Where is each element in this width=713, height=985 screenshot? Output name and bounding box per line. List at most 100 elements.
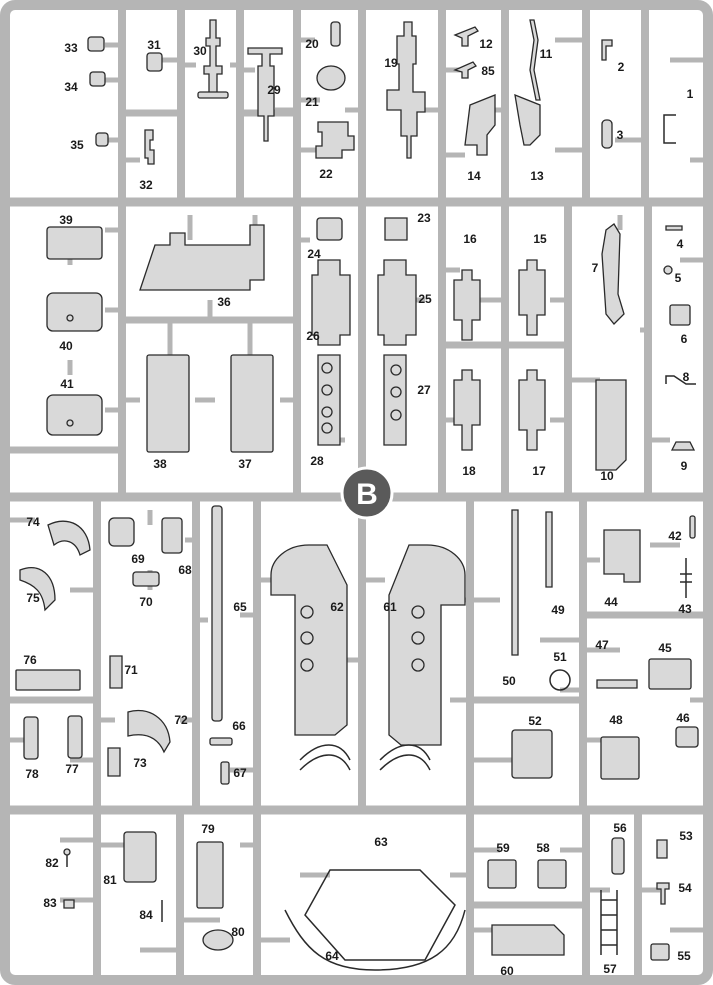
part-shape xyxy=(127,709,171,754)
part-shape xyxy=(648,658,692,690)
part-shape xyxy=(107,747,121,777)
part-shape xyxy=(390,364,402,376)
part-number-label: 24 xyxy=(307,247,321,261)
part-shape xyxy=(601,39,613,61)
part-number-label: 77 xyxy=(65,762,79,776)
part-number-label: 52 xyxy=(528,714,542,728)
part-shape xyxy=(491,924,565,956)
part-number-label: 83 xyxy=(43,896,57,910)
part-number-label: 34 xyxy=(64,80,78,94)
part-number-label: 42 xyxy=(668,529,682,543)
part-shape xyxy=(299,754,351,771)
part-shape xyxy=(161,517,183,554)
part-number-label: 58 xyxy=(536,841,550,855)
part-shape xyxy=(379,744,431,761)
part-number-label: 36 xyxy=(217,295,231,309)
part-number-label: 59 xyxy=(496,841,510,855)
part-shape xyxy=(139,224,265,291)
part-number-label: 78 xyxy=(25,767,39,781)
part-shape xyxy=(321,384,333,396)
part-shape xyxy=(19,567,56,612)
part-number-label: 28 xyxy=(310,454,324,468)
part-shape xyxy=(518,369,546,451)
part-number-label: 26 xyxy=(306,329,320,343)
part-number-label: 23 xyxy=(417,211,431,225)
part-number-label: 47 xyxy=(595,638,609,652)
part-number-label: 84 xyxy=(139,908,153,922)
part-shape xyxy=(518,259,546,336)
part-number-label: 46 xyxy=(676,711,690,725)
part-shape xyxy=(146,52,163,72)
part-number-label: 1 xyxy=(687,87,694,101)
part-shape xyxy=(132,571,160,587)
part-shape xyxy=(23,716,39,760)
part-shape xyxy=(317,354,341,446)
part-shape xyxy=(144,129,155,165)
part-shape xyxy=(304,869,456,961)
part-shape xyxy=(63,899,75,909)
part-shape xyxy=(600,736,640,780)
part-number-label: 7 xyxy=(592,261,599,275)
part-shape xyxy=(67,715,83,759)
part-shape xyxy=(109,655,123,689)
part-shape xyxy=(300,658,314,672)
part-shape xyxy=(689,515,696,539)
part-shape xyxy=(377,259,417,346)
part-number-label: 44 xyxy=(604,595,618,609)
part-shape xyxy=(123,831,157,883)
part-shape xyxy=(95,132,109,147)
part-number-label: 4 xyxy=(677,237,684,251)
part-number-label: 8 xyxy=(683,370,690,384)
part-number-label: 20 xyxy=(305,37,319,51)
part-number-label: 75 xyxy=(26,591,40,605)
part-number-label: 49 xyxy=(551,603,565,617)
part-number-label: 9 xyxy=(681,459,688,473)
part-number-label: 35 xyxy=(70,138,84,152)
part-shape xyxy=(529,19,541,101)
part-number-label: 48 xyxy=(609,713,623,727)
part-shape xyxy=(411,631,425,645)
part-shape xyxy=(300,631,314,645)
part-number-label: 50 xyxy=(502,674,516,688)
part-shape xyxy=(665,375,696,385)
part-number-label: 5 xyxy=(675,271,682,285)
part-shape xyxy=(384,217,408,241)
part-shape xyxy=(611,837,625,875)
part-number-label: 45 xyxy=(658,641,672,655)
part-number-label: 65 xyxy=(233,600,247,614)
part-shape xyxy=(315,121,355,159)
part-number-label: 76 xyxy=(23,653,37,667)
part-number-label: 68 xyxy=(178,563,192,577)
part-shape xyxy=(209,737,233,746)
part-shape xyxy=(601,223,625,325)
part-number-label: 72 xyxy=(174,713,188,727)
part-number-label: 39 xyxy=(59,213,73,227)
part-number-label: 30 xyxy=(193,44,207,58)
part-shape xyxy=(321,406,333,418)
part-number-label: 71 xyxy=(124,663,138,677)
part-number-label: 85 xyxy=(481,64,495,78)
part-number-label: 37 xyxy=(238,457,252,471)
part-shape xyxy=(596,679,638,689)
part-number-label: 51 xyxy=(553,650,567,664)
part-shape xyxy=(284,909,466,971)
sprue-letter: B xyxy=(356,478,378,511)
part-shape xyxy=(321,362,333,374)
part-number-label: 19 xyxy=(384,56,398,70)
part-number-label: 33 xyxy=(64,41,78,55)
part-shape xyxy=(211,505,223,722)
part-shape xyxy=(383,354,407,446)
part-shape xyxy=(299,744,351,761)
part-number-label: 27 xyxy=(417,383,431,397)
part-shape xyxy=(390,409,402,421)
part-number-label: 31 xyxy=(147,38,161,52)
part-number-label: 79 xyxy=(201,822,215,836)
part-number-label: 22 xyxy=(319,167,333,181)
part-shape xyxy=(300,605,314,619)
sprue-letter-badge: B xyxy=(340,466,394,520)
part-shape xyxy=(66,419,74,427)
part-number-label: 63 xyxy=(374,835,388,849)
part-shape xyxy=(321,422,333,434)
part-shape xyxy=(411,605,425,619)
